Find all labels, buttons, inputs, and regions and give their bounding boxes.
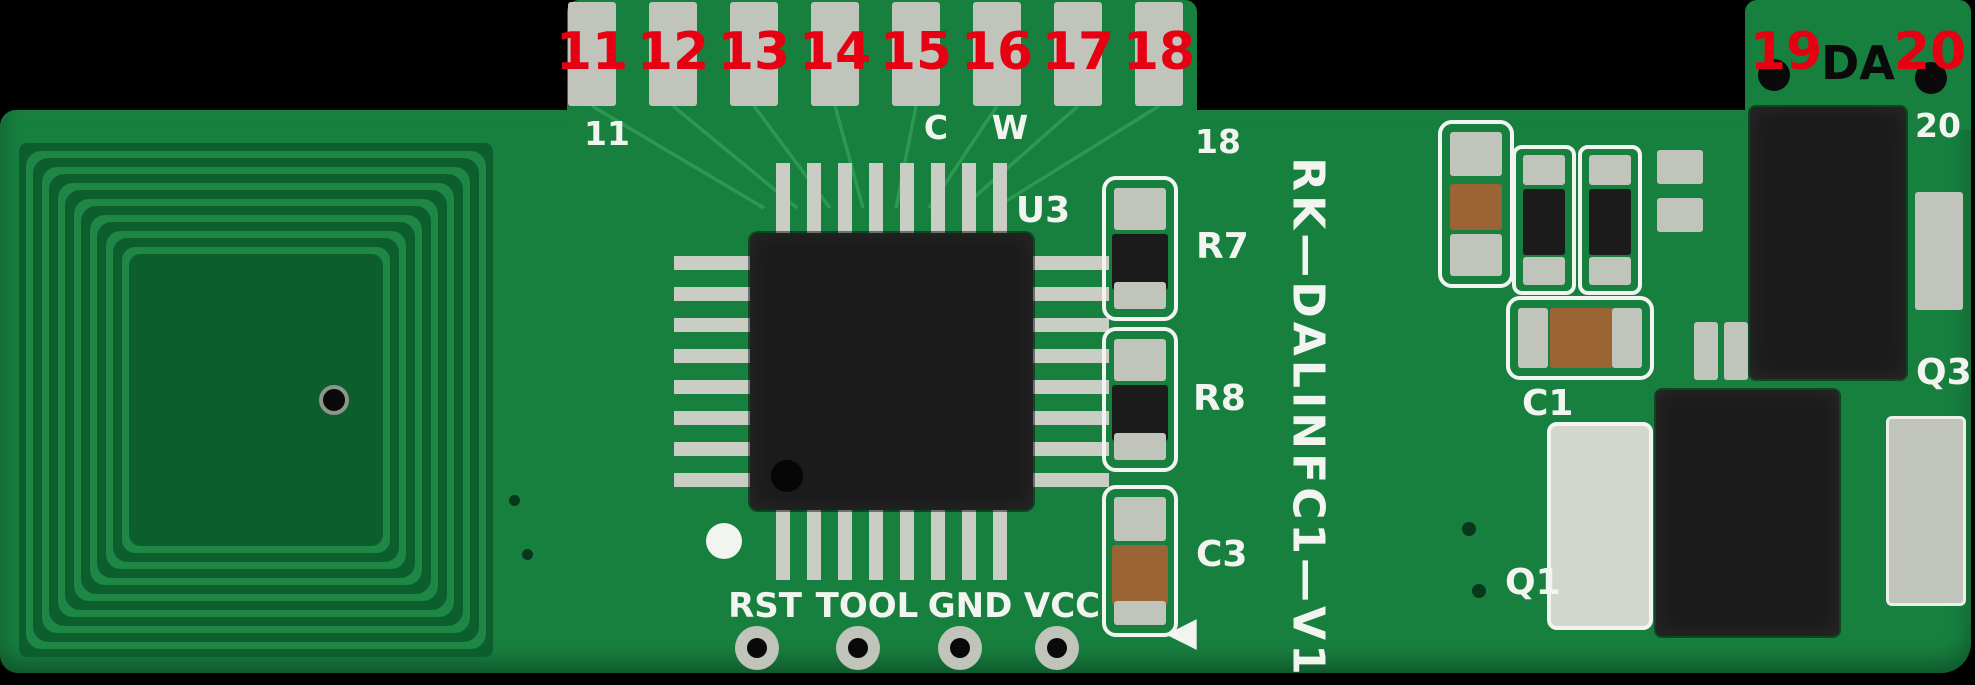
annotation-number-18: 18 <box>1122 22 1196 82</box>
mcu-leads-left <box>674 256 750 487</box>
component-vertical-left <box>1438 120 1514 288</box>
da-label: DA <box>1821 36 1895 90</box>
c3-pad-top <box>1114 497 1166 541</box>
capacitor-c3 <box>1102 485 1178 637</box>
transistor-q3 <box>1750 107 1906 379</box>
antenna-center-hole <box>319 385 349 415</box>
tool-hole-center <box>848 638 868 658</box>
mcu-leads-bottom <box>776 510 1007 580</box>
small1-body <box>1523 189 1565 255</box>
comp-body-brown <box>1450 184 1502 230</box>
edge-pad-16 <box>973 2 1021 106</box>
c3-body <box>1112 545 1168 605</box>
silkscreen-pin1-dot <box>706 523 742 559</box>
rst-hole <box>735 626 779 670</box>
r8-label: R8 <box>1193 378 1246 419</box>
silkscreen-pin18: 18 <box>1195 122 1241 161</box>
annotation-number-14: 14 <box>798 22 872 82</box>
c1-label: C1 <box>1522 383 1574 424</box>
via-dot <box>1462 522 1476 536</box>
small2-pad-bottom <box>1589 257 1631 285</box>
u3-label: U3 <box>1015 190 1071 231</box>
bottom-right-pad <box>1886 416 1966 606</box>
r8-body <box>1112 385 1168 441</box>
annotation-number-19: 19 <box>1749 22 1823 82</box>
vcc-hole-center <box>1047 638 1067 658</box>
c3-pad-bottom <box>1114 601 1166 625</box>
edge-pad-14 <box>811 2 859 106</box>
r7-pad-top <box>1114 188 1166 230</box>
annotation-number-20: 20 <box>1893 22 1967 82</box>
edge-pad-13 <box>730 2 778 106</box>
small1-pad-top <box>1523 155 1565 185</box>
r7-body <box>1112 234 1168 290</box>
right-pad-a <box>1657 150 1703 184</box>
board-name: RK—DALINFC1—V1 <box>1282 157 1334 679</box>
edge-pad-18 <box>1135 2 1183 106</box>
component-small-2 <box>1578 145 1642 295</box>
c1-pad-left <box>1518 308 1548 368</box>
silkscreen-pin11: 11 <box>584 114 630 153</box>
vcc-label: VCC <box>1023 586 1101 626</box>
via-dot <box>509 495 520 506</box>
silkscreen-c: C <box>923 108 949 147</box>
r7-label: R7 <box>1196 226 1249 267</box>
annotation-number-11: 11 <box>555 22 629 82</box>
comp-pad-bottom <box>1450 234 1502 276</box>
gnd-label: GND <box>927 586 1013 626</box>
transistor-q1 <box>1656 390 1839 636</box>
silkscreen-w: W <box>991 108 1029 147</box>
gnd-hole-center <box>950 638 970 658</box>
q3-lead-1 <box>1694 322 1718 380</box>
nfc-antenna-coil <box>19 143 493 657</box>
r8-pad-top <box>1114 339 1166 381</box>
q3-label: Q3 <box>1916 352 1972 393</box>
tab-hole-20 <box>1915 62 1947 94</box>
edge-pad-11 <box>568 2 616 106</box>
mcu-leads-top <box>776 163 1007 233</box>
annotation-number-12: 12 <box>636 22 710 82</box>
edge-pad-12 <box>649 2 697 106</box>
annotation-number-16: 16 <box>960 22 1034 82</box>
q1-label: Q1 <box>1505 562 1561 603</box>
resistor-r7 <box>1102 176 1178 321</box>
mcu-pin1-dimple <box>771 460 803 492</box>
q1-pad-area <box>1547 422 1653 630</box>
annotation-number-17: 17 <box>1041 22 1115 82</box>
c3-label: C3 <box>1196 534 1248 575</box>
q3-tab-pad <box>1915 192 1963 310</box>
edge-pad-15 <box>892 2 940 106</box>
vcc-hole <box>1035 626 1079 670</box>
comp-pad-top <box>1450 132 1502 176</box>
mcu-leads-right <box>1033 256 1109 487</box>
r8-pad-bottom <box>1114 433 1166 460</box>
edge-pad-17 <box>1054 2 1102 106</box>
triangle-marker-icon: ◀ <box>1166 609 1197 655</box>
via-dot <box>522 549 533 560</box>
small2-body <box>1589 189 1631 255</box>
annotation-number-13: 13 <box>717 22 791 82</box>
rst-label: RST <box>728 586 802 626</box>
c1-pad-right <box>1612 308 1642 368</box>
annotation-number-15: 15 <box>879 22 953 82</box>
tool-label: TOOL <box>815 586 919 626</box>
rst-hole-center <box>747 638 767 658</box>
capacitor-c1 <box>1506 296 1654 380</box>
resistor-r8 <box>1102 327 1178 472</box>
tool-hole <box>836 626 880 670</box>
via-dot <box>1472 584 1486 598</box>
component-small-1 <box>1512 145 1576 295</box>
silkscreen-pin20: 20 <box>1915 106 1961 145</box>
c1-body <box>1550 308 1614 368</box>
right-pad-b <box>1657 198 1703 232</box>
small1-pad-bottom <box>1523 257 1565 285</box>
tab-hole-19 <box>1758 59 1790 91</box>
small2-pad-top <box>1589 155 1631 185</box>
r7-pad-bottom <box>1114 282 1166 309</box>
q3-lead-2 <box>1724 322 1748 380</box>
gnd-hole <box>938 626 982 670</box>
